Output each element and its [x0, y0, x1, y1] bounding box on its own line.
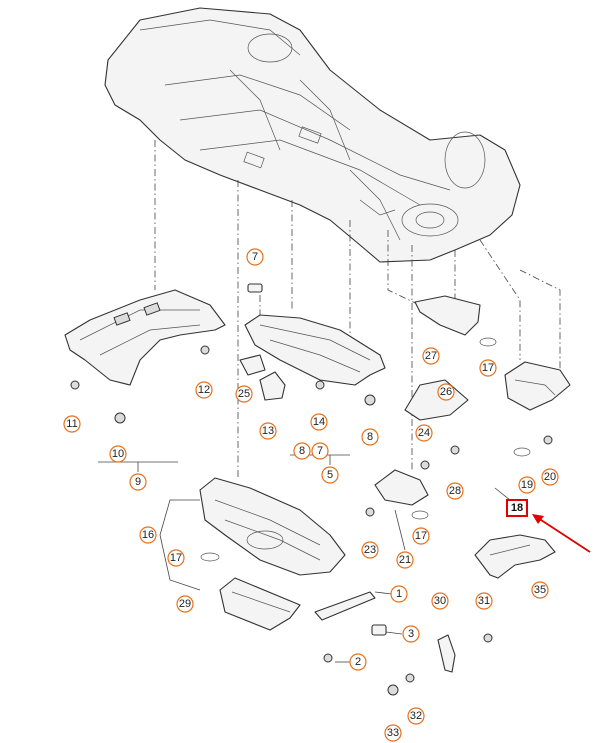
- right-side-shields: [374, 295, 481, 506]
- callout-23-label: 23: [364, 544, 376, 556]
- callout-28-label: 28: [449, 485, 461, 497]
- callout-2: 2: [349, 653, 367, 671]
- callout-9-label: 9: [135, 476, 141, 488]
- callout-8b-label: 8: [367, 431, 373, 443]
- callout-23: 23: [361, 541, 379, 559]
- callout-2-label: 2: [355, 656, 361, 668]
- callout-19: 19: [518, 476, 536, 494]
- callout-24-label: 24: [418, 427, 430, 439]
- callout-16: 16: [139, 526, 157, 544]
- callout-3-label: 3: [408, 628, 414, 640]
- callout-25: 25: [235, 385, 253, 403]
- callout-8a: 8: [293, 442, 311, 460]
- callout-7b: 7: [311, 442, 329, 460]
- callout-16-label: 16: [142, 529, 154, 541]
- callout-31-label: 31: [478, 595, 490, 607]
- callout-1: 1: [390, 585, 408, 603]
- front-undertray: [64, 289, 226, 386]
- callout-27-label: 27: [425, 350, 437, 362]
- callout-19-label: 19: [521, 479, 533, 491]
- callout-10-label: 10: [112, 448, 124, 460]
- callout-3: 3: [402, 625, 420, 643]
- callout-14-label: 14: [313, 416, 325, 428]
- callout-30: 30: [431, 592, 449, 610]
- leader-lines: [154, 140, 561, 480]
- callout-leaders: [98, 454, 511, 663]
- red-arrow-pointer: [532, 514, 591, 553]
- callouts: 1 2 3 5 7 7 8 8 9 10 11 12 13 14 16 17 1…: [63, 248, 559, 742]
- skid-plate: [219, 577, 301, 631]
- callout-33-label: 33: [387, 727, 399, 739]
- callout-11-label: 11: [66, 418, 77, 430]
- callout-25-label: 25: [238, 388, 250, 400]
- callout-21-label: 21: [399, 554, 411, 566]
- fasteners: [70, 337, 553, 696]
- callout-26: 26: [437, 383, 455, 401]
- callout-8b: 8: [361, 428, 379, 446]
- callout-7a: 7: [246, 248, 264, 266]
- center-underbody-panel: [244, 314, 386, 386]
- callout-33: 33: [384, 724, 402, 742]
- callout-31: 31: [475, 592, 493, 610]
- callout-5-label: 5: [327, 469, 333, 481]
- callout-11: 11: [63, 415, 81, 433]
- car-underbody: [104, 7, 521, 263]
- rear-bracket: [504, 361, 571, 411]
- callout-30-label: 30: [434, 595, 446, 607]
- rear-undertray: [199, 477, 346, 576]
- bracket-bar: [314, 591, 387, 636]
- small-brackets: [239, 283, 286, 401]
- highlighted-label: 18: [511, 502, 523, 514]
- callout-20: 20: [541, 468, 559, 486]
- callout-35: 35: [531, 581, 549, 599]
- callout-9: 9: [129, 473, 147, 491]
- callout-28: 28: [446, 482, 464, 500]
- callout-29: 29: [176, 595, 194, 613]
- callout-17c-label: 17: [415, 530, 427, 542]
- callout-20-label: 20: [544, 471, 556, 483]
- callout-21: 21: [396, 551, 414, 569]
- callout-5: 5: [321, 466, 339, 484]
- callout-14: 14: [310, 413, 328, 431]
- callout-12-label: 12: [198, 384, 210, 396]
- callout-32-label: 32: [410, 710, 422, 722]
- callout-17b: 17: [479, 359, 497, 377]
- highlighted-callout-18: 18: [506, 499, 528, 517]
- wheel-arch-liner: [474, 534, 556, 579]
- callout-7b-label: 7: [317, 445, 323, 457]
- callout-29-label: 29: [179, 598, 191, 610]
- callout-26-label: 26: [440, 386, 452, 398]
- callout-17b-label: 17: [482, 362, 494, 374]
- callout-1-label: 1: [396, 588, 402, 600]
- callout-12: 12: [195, 381, 213, 399]
- callout-32: 32: [407, 707, 425, 725]
- callout-17c: 17: [412, 527, 430, 545]
- callout-17a-label: 17: [170, 552, 182, 564]
- callout-35-label: 35: [534, 584, 546, 596]
- callout-24: 24: [415, 424, 433, 442]
- callout-13-label: 13: [262, 425, 274, 437]
- callout-27: 27: [422, 347, 440, 365]
- callout-17a: 17: [167, 549, 185, 567]
- callout-13: 13: [259, 422, 277, 440]
- callout-8a-label: 8: [299, 445, 305, 457]
- callout-7a-label: 7: [252, 251, 258, 263]
- callout-10: 10: [109, 445, 127, 463]
